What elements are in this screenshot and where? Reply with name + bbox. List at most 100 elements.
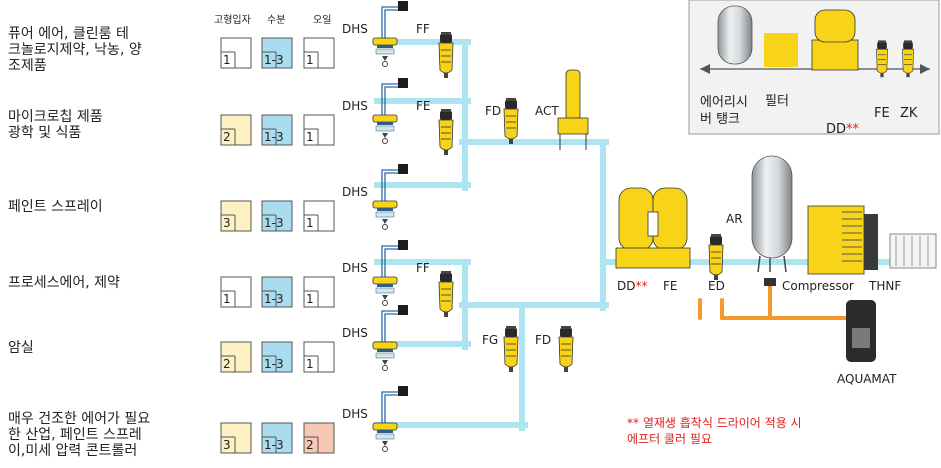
dhs-unit-4 <box>372 304 409 372</box>
aquamat-label: AQUAMAT <box>837 372 897 386</box>
solid-class-value-5: 3 <box>223 438 231 452</box>
ed-label: ED <box>708 279 725 293</box>
filter-label-0: FF <box>416 22 430 36</box>
oil-class-box-0 <box>303 37 335 69</box>
oil-class-box-2 <box>303 200 335 232</box>
application-label-3: 프로세스에어, 제약 <box>8 275 120 291</box>
oil-header: 오일 <box>313 15 332 26</box>
legend-fe-filter <box>876 40 888 78</box>
act-label: ACT <box>535 104 559 118</box>
compressor-side <box>864 214 878 270</box>
oil-class-value-4: 1 <box>306 357 314 371</box>
dhs-label-4: DHS <box>342 326 368 340</box>
oil-class-box-3 <box>303 276 335 308</box>
dhs-label-1: DHS <box>342 99 368 113</box>
dhs-unit-2 <box>372 163 409 231</box>
oil-class-value-1: 1 <box>306 130 314 144</box>
fe-main-filter <box>708 233 724 281</box>
solid-class-box-4 <box>220 341 252 373</box>
solid-class-box-1 <box>220 114 252 146</box>
oil-class-box-1 <box>303 114 335 146</box>
legend-zk-filter <box>902 40 914 78</box>
oil-class-value-3: 1 <box>306 292 314 306</box>
act-housing <box>557 117 589 135</box>
legend-fe-label: FE <box>874 106 890 121</box>
water-class-value-4: 1-3 <box>264 357 284 371</box>
ed-drain-valve <box>764 278 776 286</box>
application-label-4: 암실 <box>8 340 34 356</box>
act-legs <box>559 134 587 150</box>
solid-class-value-1: 2 <box>223 130 231 144</box>
dhs-unit-3 <box>372 239 409 307</box>
legend-dd-label: DD** <box>826 122 860 137</box>
oil-class-value-2: 1 <box>306 216 314 230</box>
legend-arrow-left <box>700 64 710 74</box>
fd-lower-filter <box>558 325 574 373</box>
act-column <box>565 69 581 121</box>
point-filter-3 <box>438 270 454 318</box>
legend-receiver-label: 에어리시 버 탱크 <box>700 95 748 127</box>
solid-particle-header: 고형입자 <box>214 15 251 26</box>
point-filter-1 <box>438 108 454 156</box>
fg-label: FG <box>482 333 499 347</box>
application-label-2: 페인트 스프레이 <box>8 199 103 215</box>
water-class-box-3 <box>261 276 293 308</box>
water-class-box-4 <box>261 341 293 373</box>
solid-class-box-2 <box>220 200 252 232</box>
water-class-box-1 <box>261 114 293 146</box>
dryer-note: ** 열재생 흡착식 드라이어 적용 시 에프터 쿨러 필요 <box>627 416 802 446</box>
water-class-box-5 <box>261 422 293 454</box>
water-class-box-2 <box>261 200 293 232</box>
legend-zk-label: ZK <box>900 106 918 121</box>
legend-dryer-base <box>811 39 859 71</box>
dhs-label-5: DHS <box>342 407 368 421</box>
thnf-label: THNF <box>869 279 902 293</box>
dhs-unit-5 <box>372 385 409 453</box>
dhs-label-2: DHS <box>342 185 368 199</box>
dhs-unit-0 <box>372 0 409 68</box>
water-class-box-0 <box>261 37 293 69</box>
legend-filter-label: 필터 <box>765 94 789 109</box>
aquamat-window <box>852 328 870 348</box>
air-receiver-legs <box>757 255 787 273</box>
solid-class-box-3 <box>220 276 252 308</box>
application-label-5: 매우 건조한 에어가 필요 한 산업, 페인트 스프레 이,미세 압력 콘트롤러 <box>8 411 151 459</box>
water-class-value-3: 1-3 <box>264 292 284 306</box>
dryer-panel <box>647 211 659 237</box>
dhs-label-0: DHS <box>342 22 368 36</box>
legend-filter-block <box>764 33 798 67</box>
air-receiver-tank <box>751 155 793 259</box>
dhs-unit-1 <box>372 77 409 145</box>
fd-upper-filter <box>503 97 519 145</box>
water-class-value-0: 1-3 <box>264 53 284 67</box>
fd-upper-label: FD <box>485 104 502 118</box>
solid-class-value-3: 1 <box>223 292 231 306</box>
point-filter-0 <box>438 31 454 79</box>
solid-class-value-2: 3 <box>223 216 231 230</box>
water-class-value-1: 1-3 <box>264 130 284 144</box>
legend-arrow-right <box>920 64 930 74</box>
solid-class-box-0 <box>220 37 252 69</box>
filter-label-1: FE <box>416 99 431 113</box>
application-label-1: 마이크로칩 제품 광학 및 식품 <box>8 109 103 141</box>
fd-lower-label: FD <box>535 333 552 347</box>
solid-class-value-4: 2 <box>223 357 231 371</box>
ar-label: AR <box>726 212 743 226</box>
application-label-0: 퓨어 에어, 클린룸 테 크놀로지제약, 낙농, 양 조제품 <box>8 26 142 74</box>
oil-class-value-0: 1 <box>306 53 314 67</box>
water-class-value-2: 1-3 <box>264 216 284 230</box>
filter-label-3: FF <box>416 261 430 275</box>
water-header: 수분 <box>267 15 286 26</box>
oil-class-value-5: 2 <box>306 438 314 452</box>
fe-label: FE <box>663 279 678 293</box>
solid-class-box-5 <box>220 422 252 454</box>
solid-class-value-0: 1 <box>223 53 231 67</box>
legend-dryer-top <box>814 9 856 43</box>
dryer-base <box>615 247 691 269</box>
thnf-unit <box>889 233 937 269</box>
oil-class-box-4 <box>303 341 335 373</box>
dhs-label-3: DHS <box>342 261 368 275</box>
compressor-label: Compressor <box>782 279 854 293</box>
